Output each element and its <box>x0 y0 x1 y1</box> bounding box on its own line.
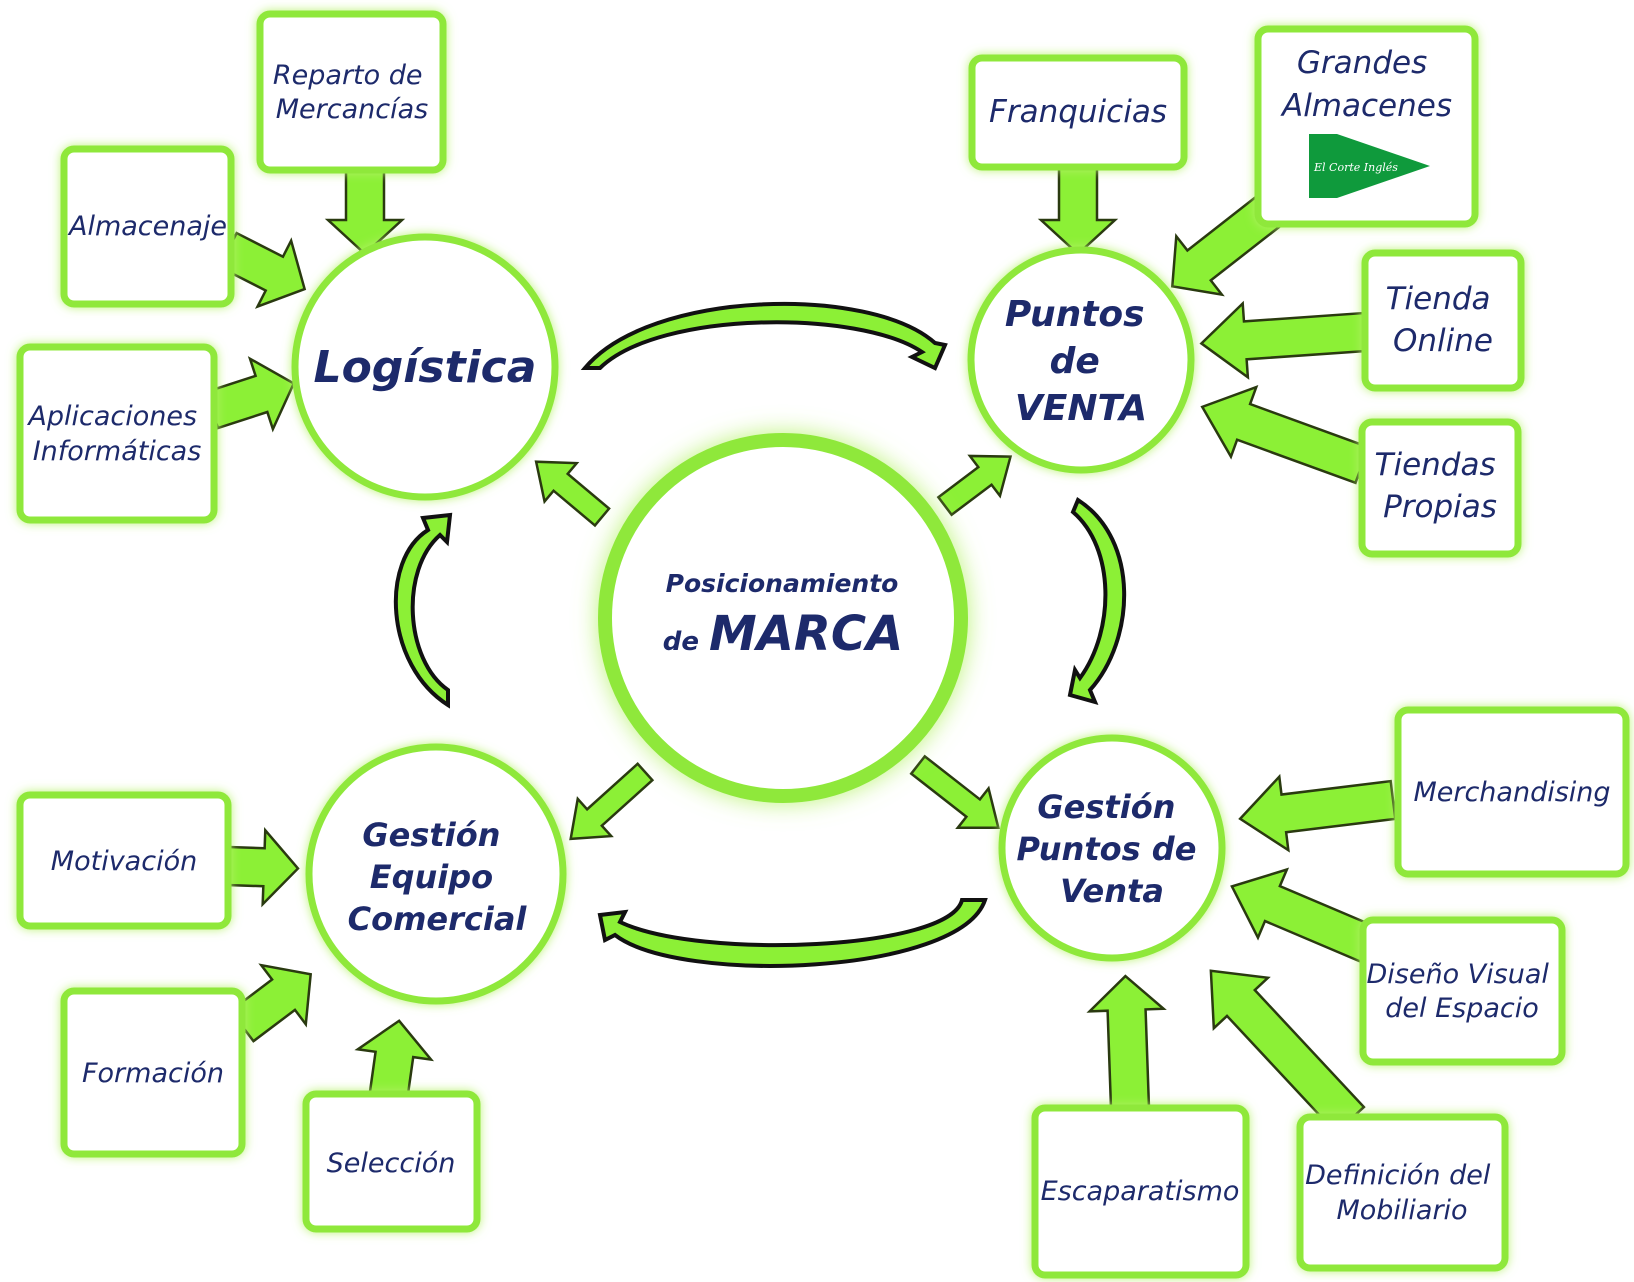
node-gestion-puntos: Gestión Puntos de Venta <box>998 734 1226 962</box>
box-almacenaje-label: Almacenaje <box>67 211 227 242</box>
curve-puntos-to-gpv <box>1067 497 1127 706</box>
box-formacion-label: Formación <box>82 1058 224 1089</box>
curve-logistica-to-puntos <box>580 301 948 371</box>
node-logistica-label: Logística <box>314 342 537 393</box>
arrow-motivacion-to-equipo <box>226 827 300 908</box>
box-tienda-online-label: Tienda Online <box>1386 281 1501 359</box>
box-merchandising-label: Merchandising <box>1413 777 1610 808</box>
box-reparto: Reparto de Mercancías <box>256 10 447 174</box>
box-diseno-visual-label: Diseño Visual del Espacio <box>1367 959 1558 1024</box>
box-definicion-mobiliario: Definición del Mobiliario <box>1296 1113 1509 1272</box>
node-gestion-equipo-label: Gestión Equipo Comercial <box>348 816 528 938</box>
box-merchandising: Merchandising <box>1394 706 1630 878</box>
node-logistica: Logística <box>291 233 559 501</box>
curve-equipo-to-logistica <box>393 512 453 709</box>
box-motivacion: Motivación <box>16 791 232 930</box>
box-reparto-label: Reparto de Mercancías <box>273 60 431 125</box>
box-grandes-almacenes: Grandes Almacenes El Corte Inglés <box>1254 25 1479 228</box>
arrow-hub-to-logistica <box>534 460 611 528</box>
arrow-propias-to-puntos <box>1200 385 1371 485</box>
arrow-hub-to-equipo <box>569 762 655 841</box>
box-escaparatismo-label: Escaparatismo <box>1041 1176 1240 1207</box>
box-grandes-almacenes-label: Grandes Almacenes <box>1280 45 1452 124</box>
arrow-mobiliario-to-gpv <box>1209 969 1366 1135</box>
arrow-online-to-puntos <box>1199 300 1368 380</box>
svg-text:El Corte Inglés: El Corte Inglés <box>1313 161 1398 174</box>
node-gestion-puntos-label: Gestión Puntos de Venta <box>1016 788 1207 910</box>
box-almacenaje: Almacenaje <box>60 145 235 308</box>
box-motivacion-label: Motivación <box>51 846 197 877</box>
box-franquicias: Franquicias <box>968 54 1188 171</box>
arrow-formacion-to-equipo <box>228 963 313 1043</box>
box-tiendas-propias: Tiendas Propias <box>1358 418 1522 558</box>
box-tiendas-propias-label: Tiendas Propias <box>1375 447 1506 525</box>
arrow-aplicaciones-to-logistica <box>204 356 296 433</box>
feeder-arrows <box>204 166 1397 1135</box>
box-diseno-visual: Diseño Visual del Espacio <box>1359 916 1566 1066</box>
arrow-diseno-to-gpv <box>1230 867 1380 965</box>
hub-line1: Posicionamiento <box>666 569 899 598</box>
node-gestion-equipo: Gestión Equipo Comercial <box>305 743 567 1005</box>
arrow-escaparatismo-to-gpv <box>1086 974 1167 1110</box>
cycle-arrows <box>393 301 1127 968</box>
arrow-merch-to-gpv <box>1238 773 1397 853</box>
arrow-grandes-to-puntos <box>1170 193 1284 297</box>
arrow-hub-to-gpv <box>909 754 1000 830</box>
box-formacion: Formación <box>60 987 246 1158</box>
curve-gpv-to-equipo <box>597 898 988 968</box>
el-corte-ingles-logo: El Corte Inglés <box>1309 134 1430 198</box>
hub-arrows <box>534 454 1013 841</box>
box-seleccion: Selección <box>302 1090 481 1233</box>
box-definicion-mobiliario-label: Definición del Mobiliario <box>1305 1160 1499 1226</box>
node-puntos-venta-label: Puntos de VENTA <box>1005 294 1157 429</box>
box-aplicaciones: Aplicaciones Informáticas <box>16 343 218 524</box>
arrow-hub-to-puntos <box>936 454 1013 517</box>
arrow-franquicias-to-puntos <box>1037 166 1119 256</box>
node-puntos-venta: Puntos de VENTA <box>967 246 1195 474</box>
arrow-reparto-to-logistica <box>324 166 406 256</box>
box-aplicaciones-label: Aplicaciones Informáticas <box>26 401 205 467</box>
box-escaparatismo: Escaparatismo <box>1031 1104 1250 1279</box>
box-tienda-online: Tienda Online <box>1361 249 1525 392</box>
box-franquicias-label: Franquicias <box>989 94 1167 130</box>
box-seleccion-label: Selección <box>327 1148 456 1179</box>
